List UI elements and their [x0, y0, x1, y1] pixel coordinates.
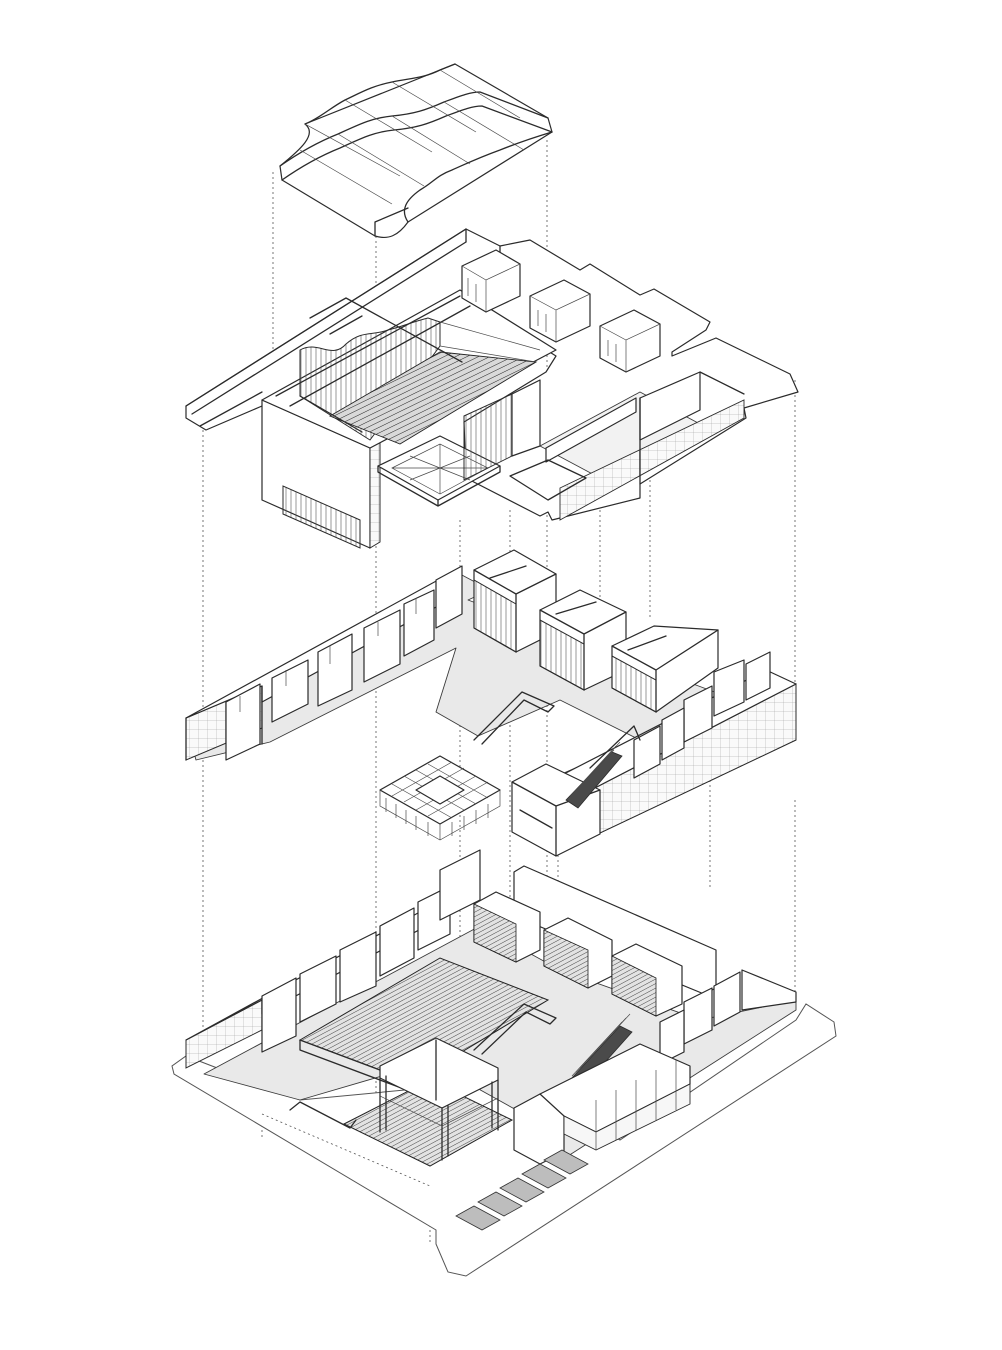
- roof-skylight-boxes: [461, 249, 661, 373]
- lattice-structure: [379, 755, 501, 841]
- ground-floor-layer: [171, 849, 837, 1277]
- ground-left-rooms: [261, 849, 481, 1053]
- middle-right-rooms: [633, 651, 771, 779]
- upper-floor-layer: [185, 228, 799, 549]
- ground-rear-rooms: [473, 891, 683, 1017]
- middle-floor-layer: [185, 549, 797, 857]
- ground-right-rooms: [659, 969, 797, 1065]
- roof-layer: [279, 63, 553, 239]
- middle-glass-boxes: [473, 549, 719, 713]
- pergola-frame: [379, 1037, 499, 1161]
- site-paving: [455, 1149, 589, 1231]
- ground-front-shops: [513, 1043, 691, 1165]
- middle-left-rooms: [225, 565, 463, 761]
